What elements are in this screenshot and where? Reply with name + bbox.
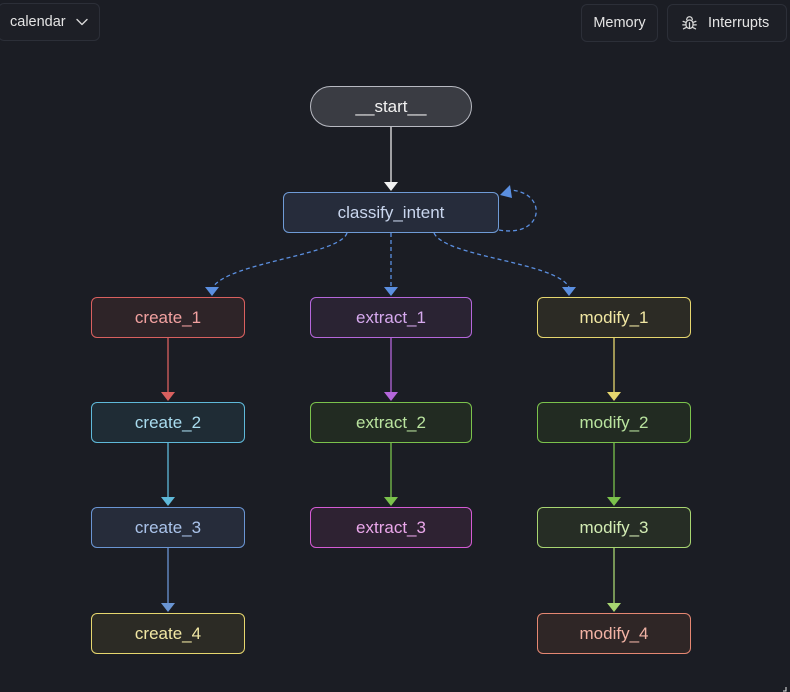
node-modify-3[interactable]: modify_3 [537, 507, 691, 548]
node-extract-3-label: extract_3 [356, 517, 426, 537]
edge-extract-1-to-extract-2 [384, 338, 398, 401]
node-classify-intent[interactable]: classify_intent [283, 192, 499, 233]
node-create-4-label: create_4 [134, 623, 202, 643]
node-modify-2-label: modify_2 [579, 412, 649, 432]
node-start[interactable]: __start__ [310, 86, 472, 127]
edge-modify-1-to-modify-2 [607, 338, 621, 401]
edge-create-1-to-create-2 [161, 338, 175, 401]
node-modify-4[interactable]: modify_4 [537, 613, 691, 654]
edge-classify-intent-to-extract-1 [384, 233, 398, 296]
graph-selector-value: calendar [10, 14, 66, 30]
node-modify-2[interactable]: modify_2 [537, 402, 691, 443]
edge-create-2-to-create-3 [161, 443, 175, 506]
node-create-4[interactable]: create_4 [91, 613, 245, 654]
node-create-1[interactable]: create_1 [91, 297, 245, 338]
chevron-down-icon [75, 18, 88, 26]
interrupts-button-label: Interrupts [708, 15, 770, 31]
edge-classify-intent-self-loop [498, 185, 537, 232]
node-extract-1[interactable]: extract_1 [310, 297, 472, 338]
edge-modify-2-to-modify-3 [607, 443, 621, 506]
graph-selector-dropdown[interactable]: calendar [0, 3, 100, 41]
edge-create-3-to-create-4 [161, 548, 175, 612]
node-create-3[interactable]: create_3 [91, 507, 245, 548]
node-extract-2-label: extract_2 [356, 412, 426, 432]
interrupts-button[interactable]: Interrupts [667, 4, 787, 42]
node-modify-1[interactable]: modify_1 [537, 297, 691, 338]
edge-start-to-classify-intent [384, 127, 398, 191]
node-create-3-label: create_3 [134, 517, 202, 537]
node-modify-4-label: modify_4 [579, 623, 649, 643]
node-start-label: __start__ [355, 96, 427, 116]
node-create-2-label: create_2 [134, 412, 202, 432]
node-extract-3[interactable]: extract_3 [310, 507, 472, 548]
node-extract-2[interactable]: extract_2 [310, 402, 472, 443]
resize-corner-icon [783, 687, 787, 692]
node-create-1-label: create_1 [134, 307, 202, 327]
memory-button-label: Memory [593, 15, 646, 31]
edge-classify-intent-to-modify-1 [433, 232, 576, 296]
node-create-2[interactable]: create_2 [91, 402, 245, 443]
node-classify-intent-label: classify_intent [337, 202, 445, 222]
edge-classify-intent-to-create-1 [205, 232, 348, 296]
bug-icon [682, 15, 697, 29]
node-modify-3-label: modify_3 [579, 517, 649, 537]
memory-button[interactable]: Memory [581, 4, 658, 42]
edge-modify-3-to-modify-4 [607, 548, 621, 612]
node-modify-1-label: modify_1 [579, 307, 649, 327]
node-extract-1-label: extract_1 [356, 307, 426, 327]
edge-extract-2-to-extract-3 [384, 443, 398, 506]
